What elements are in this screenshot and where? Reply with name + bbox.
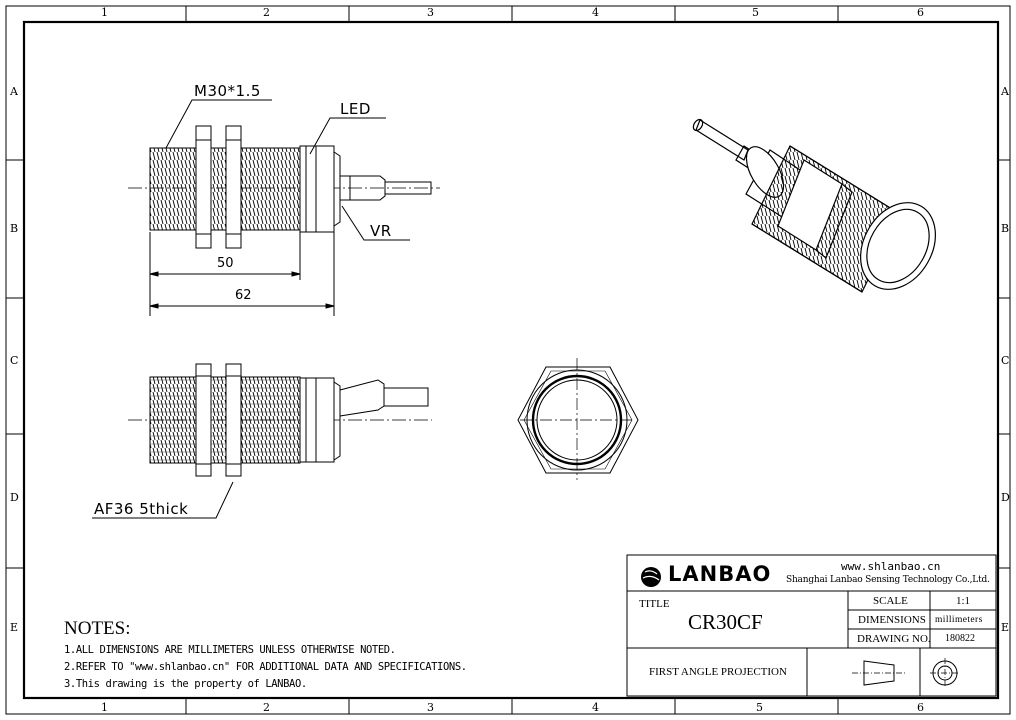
zone-row-c-right: C — [1001, 354, 1010, 367]
sensor-side-view-bottom — [92, 363, 432, 519]
zone-col-3-top: 3 — [427, 6, 434, 19]
projection-label: FIRST ANGLE PROJECTION — [649, 666, 787, 678]
zone-col-6-bottom: 6 — [917, 701, 924, 714]
outer-frame — [5, 5, 1011, 715]
zone-row-d-left: D — [10, 491, 19, 504]
scale-value: 1:1 — [956, 595, 971, 607]
zone-col-1-bottom: 1 — [101, 701, 108, 714]
vr-callout: VR — [370, 222, 392, 240]
dimension-62: 62 — [235, 288, 252, 303]
lanbao-logo-icon — [641, 567, 661, 587]
dimension-50: 50 — [217, 256, 234, 271]
notes-title: NOTES: — [64, 618, 131, 639]
zone-row-d-right: D — [1001, 491, 1010, 504]
note-3: 3.This drawing is the property of LANBAO… — [64, 678, 307, 690]
title-block-frame — [626, 554, 997, 697]
zone-col-1-top: 1 — [101, 6, 108, 19]
zone-row-b-right: B — [1001, 222, 1010, 235]
led-callout: LED — [340, 100, 371, 118]
zone-row-a-right: A — [1001, 85, 1009, 98]
inner-frame — [22, 20, 1000, 700]
zone-row-e-left: E — [10, 621, 19, 634]
drawing-title: CR30CF — [688, 610, 763, 634]
zone-col-3-bottom: 3 — [427, 701, 434, 714]
zone-col-5-bottom: 5 — [756, 701, 763, 714]
zone-col-4-bottom: 4 — [592, 701, 599, 714]
note-1: 1.ALL DIMENSIONS ARE MILLIMETERS UNLESS … — [64, 644, 396, 656]
title-label: TITLE — [639, 598, 670, 610]
note-2: 2.REFER TO "www.shlanbao.cn" FOR ADDITIO… — [64, 661, 467, 673]
af36-callout: AF36 5thick — [94, 500, 189, 518]
zone-row-e-right: E — [1001, 621, 1010, 634]
drawing-number-label: DRAWING NO. — [857, 633, 931, 645]
drawing-number-value: 180822 — [945, 633, 975, 644]
sensor-isometric-view — [692, 118, 936, 293]
zone-col-5-top: 5 — [752, 6, 759, 19]
zone-col-2-top: 2 — [263, 6, 270, 19]
zone-col-6-top: 6 — [917, 6, 924, 19]
zone-row-c-left: C — [10, 354, 19, 367]
zone-row-a-left: A — [10, 85, 18, 98]
scale-label: SCALE — [873, 595, 908, 607]
thread-callout: M30*1.5 — [194, 82, 261, 100]
dimensions-label: DIMENSIONS — [858, 614, 926, 626]
zone-col-4-top: 4 — [592, 6, 599, 19]
zone-col-2-bottom: 2 — [263, 701, 270, 714]
sensor-side-view-top — [128, 99, 440, 316]
company-name: Shanghai Lanbao Sensing Technology Co.,L… — [786, 575, 990, 585]
zone-row-b-left: B — [10, 222, 19, 235]
company-website: www.shlanbao.cn — [841, 560, 941, 573]
lanbao-logo-text: LANBAO — [668, 562, 772, 586]
dimensions-value: millimeters — [935, 615, 983, 625]
sensor-front-view — [517, 358, 639, 480]
zone-dividers — [6, 6, 1010, 714]
